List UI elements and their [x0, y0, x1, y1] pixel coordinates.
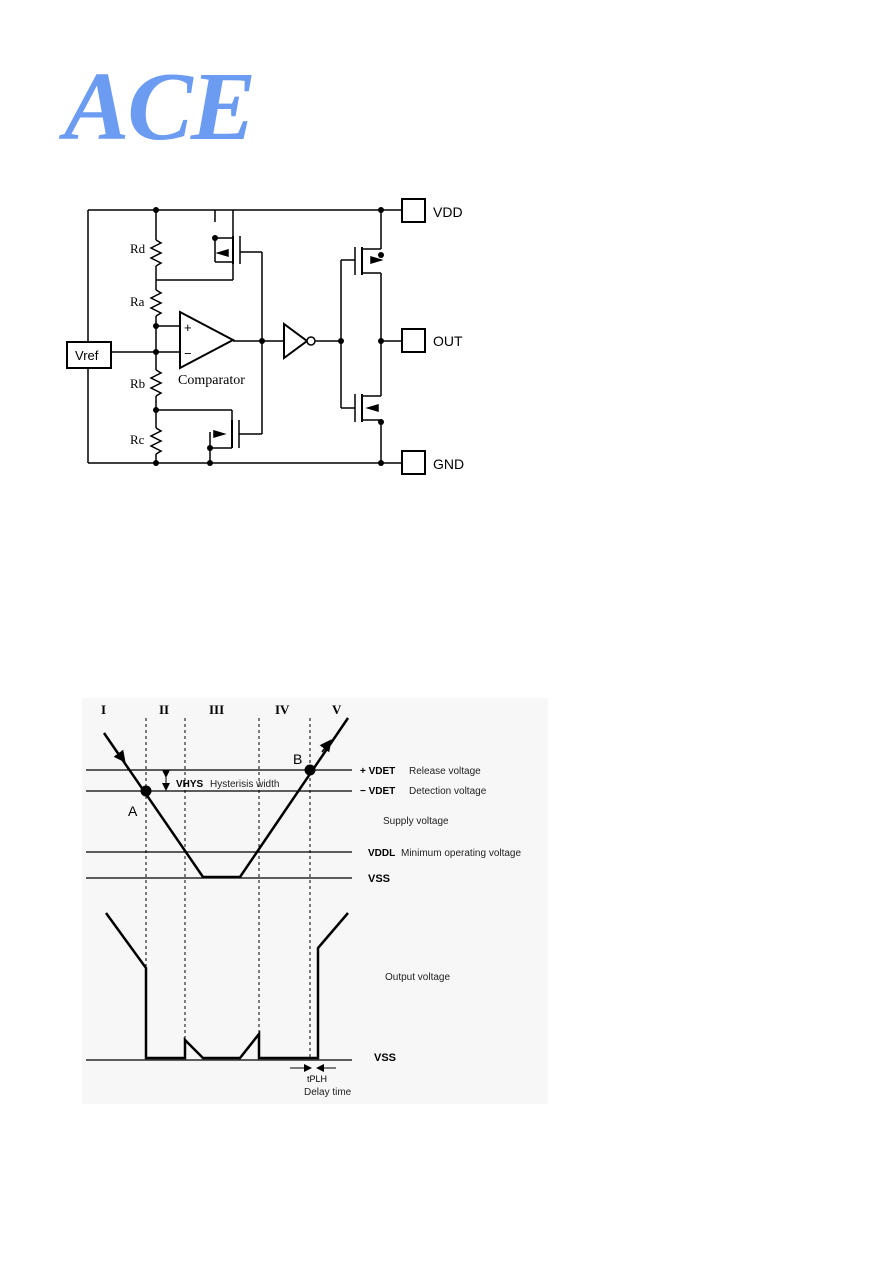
supply-waveform	[102, 717, 350, 879]
region-v: V	[332, 702, 342, 717]
region-ii: II	[159, 702, 169, 717]
rb-label: Rb	[130, 376, 145, 391]
comparator-minus: −	[184, 346, 192, 361]
vss-top-label: VSS	[368, 873, 390, 885]
vddl-desc: Minimum operating voltage	[401, 848, 521, 859]
region-iv: IV	[275, 702, 290, 717]
resistor-rc	[149, 427, 163, 455]
delay-time-label: Delay time	[304, 1087, 352, 1098]
resistor-rd	[149, 239, 163, 267]
vddl-label: VDDL	[368, 848, 395, 859]
output-waveform	[104, 912, 349, 1060]
inverter-symbol	[283, 322, 309, 360]
junction-dots	[153, 207, 384, 466]
rc-label: Rc	[130, 432, 145, 447]
timing-diagram	[86, 717, 352, 1072]
ra-label: Ra	[130, 294, 145, 309]
out-pin-label: OUT	[433, 333, 463, 349]
comparator-label: Comparator	[178, 373, 245, 388]
supply-voltage-label: Supply voltage	[383, 816, 449, 827]
vss-bottom-label: VSS	[374, 1052, 396, 1064]
out-pin	[401, 328, 426, 353]
plus-vdet-label: + VDET	[360, 766, 395, 777]
resistor-ra	[149, 289, 163, 317]
timing-panel	[82, 698, 548, 1104]
point-b	[304, 764, 316, 776]
gnd-pin	[401, 450, 426, 475]
output-voltage-label: Output voltage	[385, 972, 450, 983]
minus-vdet-label: − VDET	[360, 786, 395, 797]
vhys-label: VHYS	[176, 779, 204, 790]
resistor-rb	[149, 369, 163, 397]
vref-label: Vref	[75, 348, 99, 363]
point-b-label: B	[293, 751, 302, 767]
region-iii: III	[209, 702, 224, 717]
gnd-pin-label: GND	[433, 456, 464, 472]
tplh-label: tPLH	[307, 1074, 327, 1084]
plus-vdet-desc: Release voltage	[409, 766, 481, 777]
point-a	[140, 785, 152, 797]
vhys-desc: Hysterisis width	[210, 779, 279, 790]
minus-vdet-desc: Detection voltage	[409, 786, 487, 797]
comparator-plus: +	[184, 320, 192, 335]
region-i: I	[101, 702, 106, 717]
rd-label: Rd	[130, 241, 146, 256]
ace-logo: ACE	[64, 53, 256, 161]
vdd-pin-label: VDD	[433, 204, 463, 220]
point-a-label: A	[128, 803, 138, 819]
comparator-symbol	[179, 310, 236, 370]
vdd-pin	[401, 198, 426, 223]
block-diagram	[66, 198, 426, 475]
vref-box	[66, 341, 112, 369]
